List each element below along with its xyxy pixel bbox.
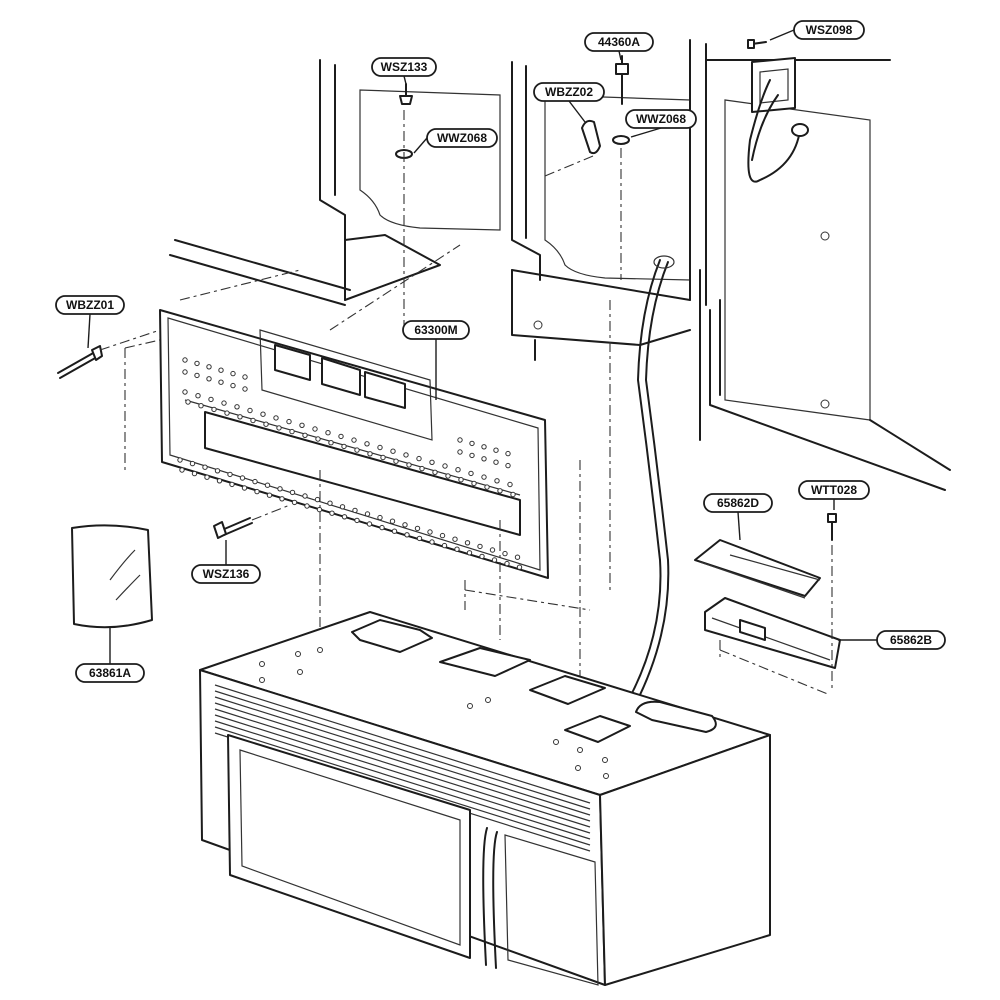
callout-wsz098: WSZ098 <box>769 20 865 41</box>
callout-leader <box>87 313 91 349</box>
callout-part-number: 65862B <box>890 633 932 647</box>
callout-pill <box>191 564 261 584</box>
callout-65862b: 65862B <box>838 630 946 650</box>
callout-labels: WSZ09844360AWSZ133WBZZ02WWZ068WWZ068WBZZ… <box>55 20 946 683</box>
callout-leader <box>403 75 407 85</box>
callout-63861a: 63861A <box>75 628 145 683</box>
callout-part-number: WSZ098 <box>806 23 853 37</box>
side-screws <box>57 329 291 539</box>
callout-part-number: 63861A <box>89 666 131 680</box>
callout-pill <box>703 493 773 513</box>
callout-pill <box>75 663 145 683</box>
callout-63300m: 63300M <box>402 320 470 400</box>
callout-pill <box>55 295 125 315</box>
callout-pill <box>876 630 946 650</box>
callout-leader <box>618 50 622 61</box>
callout-part-number: WWZ068 <box>437 131 487 145</box>
callout-pill <box>584 32 654 52</box>
callout-part-number: WTT028 <box>811 483 857 497</box>
callout-pill <box>793 20 865 40</box>
callout-pill <box>533 82 605 102</box>
callout-part-number: WBZZ01 <box>66 298 114 312</box>
callout-pill <box>402 320 470 340</box>
hardware-bag <box>71 524 153 629</box>
callout-pill <box>371 57 437 77</box>
callout-pill <box>798 480 870 500</box>
callout-wsz136: WSZ136 <box>191 540 261 584</box>
callout-leader <box>737 511 741 541</box>
callout-part-number: WBZZ02 <box>545 85 593 99</box>
top-hardware <box>395 39 767 330</box>
callout-part-number: 63300M <box>414 323 457 337</box>
callout-pill <box>426 128 498 148</box>
callout-wbzz01: WBZZ01 <box>55 295 125 349</box>
callout-part-number: WSZ133 <box>381 60 428 74</box>
wall-cabinets <box>169 39 951 719</box>
callout-part-number: WSZ136 <box>203 567 250 581</box>
microwave-oven <box>199 611 771 986</box>
exhaust-damper <box>694 513 841 696</box>
callout-wsz133: WSZ133 <box>371 57 437 85</box>
mounting-plate <box>124 244 611 720</box>
callout-wtt028: WTT028 <box>798 480 870 510</box>
callout-leader <box>413 137 428 154</box>
callout-pill <box>625 109 697 129</box>
callout-leader <box>769 29 795 41</box>
callout-wwz068: WWZ068 <box>413 128 498 154</box>
callout-part-number: WWZ068 <box>636 112 686 126</box>
callout-65862d: 65862D <box>703 493 773 541</box>
callout-44360a: 44360A <box>584 32 654 61</box>
callout-leader <box>568 100 586 123</box>
callout-leader <box>630 127 662 138</box>
callout-part-number: 65862D <box>717 496 759 510</box>
callout-wbzz02: WBZZ02 <box>533 82 605 123</box>
callout-part-number: 44360A <box>598 35 640 49</box>
callout-wwz068: WWZ068 <box>625 109 697 138</box>
